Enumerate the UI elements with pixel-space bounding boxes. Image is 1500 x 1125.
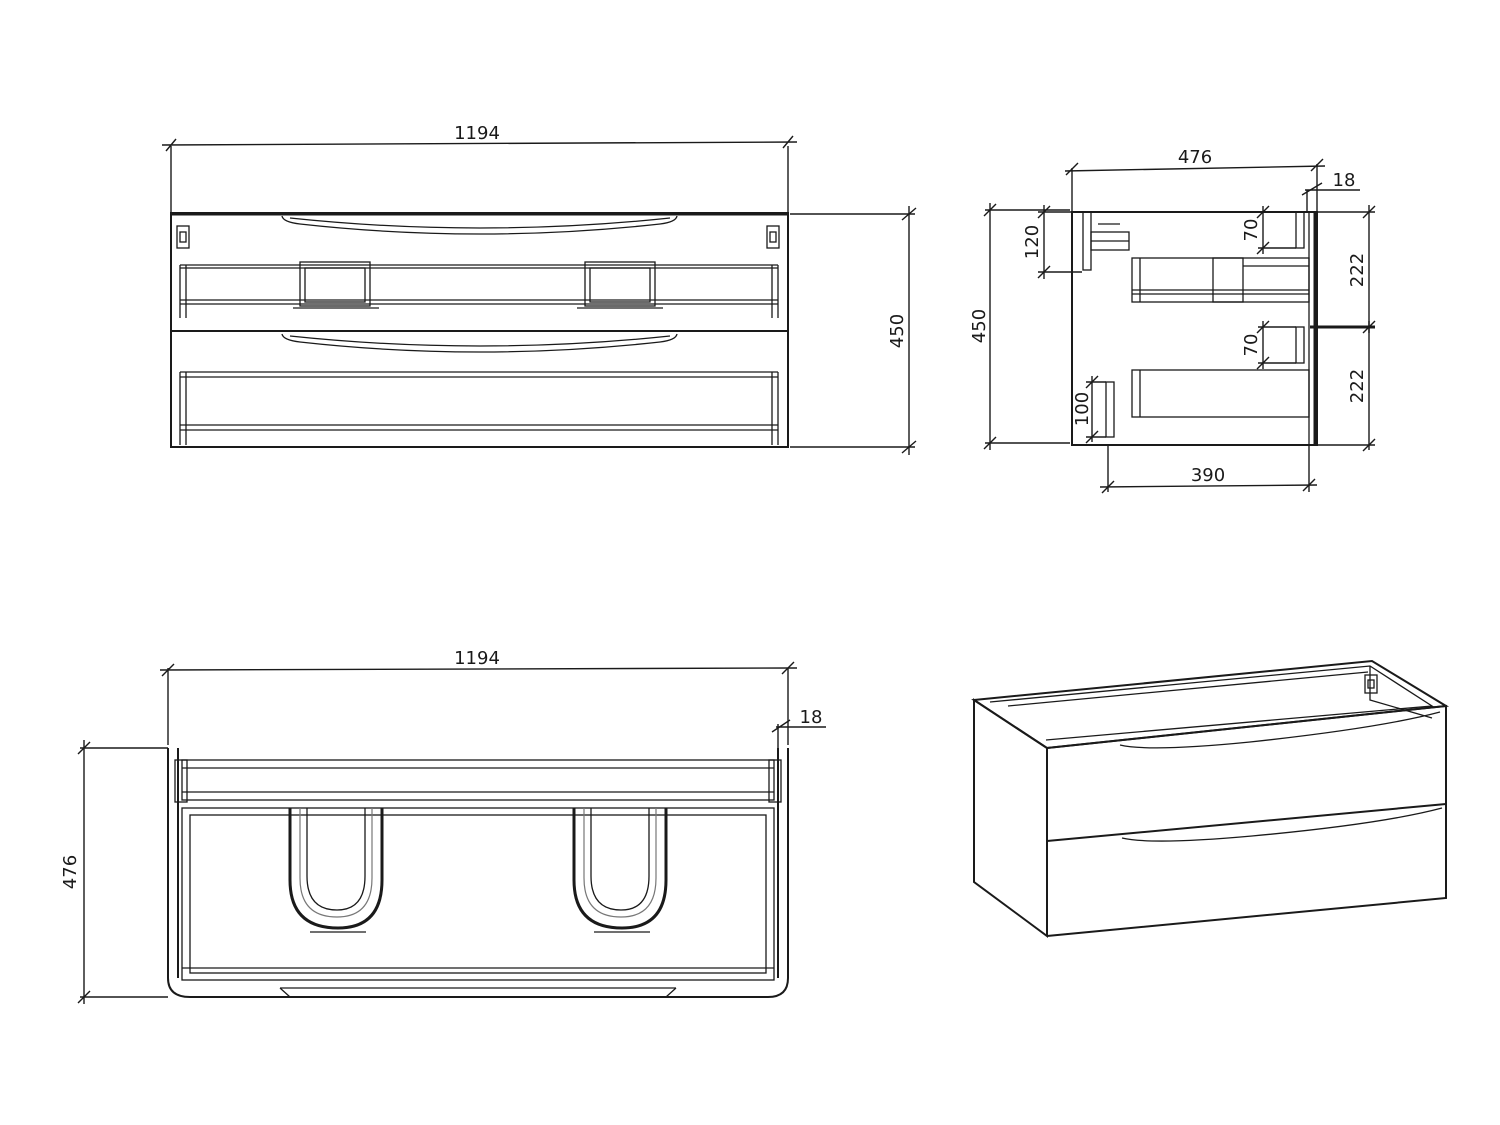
front-left-siphon-cutout xyxy=(293,261,379,309)
side-lower-handle-label: 70 xyxy=(1241,334,1262,357)
perspective-front-face xyxy=(1046,704,1447,937)
top-width-dimension: 1194 xyxy=(159,648,798,745)
side-panel-dimension: 18 xyxy=(1301,170,1360,212)
perspective-view xyxy=(971,659,1450,938)
top-panel-label: 18 xyxy=(800,707,823,728)
perspective-top-surface xyxy=(971,659,1450,750)
perspective-lower-handle-groove xyxy=(1121,807,1443,842)
side-inner-depth-label: 390 xyxy=(1191,465,1225,486)
top-depth-dimension: 476 xyxy=(60,740,168,1004)
front-right-siphon-cutout xyxy=(577,261,663,309)
side-depth-dimension: 476 xyxy=(1064,147,1326,212)
side-upper-drawer-label: 222 xyxy=(1347,253,1368,287)
front-upper-handle-groove xyxy=(281,215,678,235)
side-upper-handle: 70 xyxy=(1241,205,1305,255)
front-view: 1194 450 xyxy=(161,123,917,455)
front-width-dimension: 1194 xyxy=(161,123,798,213)
top-back-rail xyxy=(181,759,775,801)
front-right-bracket xyxy=(766,225,780,249)
front-width-label: 1194 xyxy=(454,123,500,144)
side-height-label: 450 xyxy=(969,309,990,343)
side-upper-drawer-box xyxy=(1131,257,1310,303)
top-width-label: 1194 xyxy=(454,648,500,669)
front-height-dimension: 450 xyxy=(790,206,917,455)
side-upper-drawer-dimension: 222 xyxy=(1317,205,1376,334)
top-right-bracket xyxy=(768,759,782,803)
side-upper-handle-label: 70 xyxy=(1241,219,1262,242)
side-base-dimension: 100 xyxy=(1072,375,1106,444)
top-left-bracket xyxy=(174,759,188,803)
top-drawer-box xyxy=(181,807,775,981)
side-height-dimension: 450 xyxy=(969,203,1070,450)
top-panel-dimension: 18 xyxy=(771,707,826,748)
top-depth-label: 476 xyxy=(60,855,81,889)
side-top-bracket xyxy=(1082,211,1130,271)
top-left-siphon-cutout xyxy=(288,808,384,933)
top-right-siphon-cutout xyxy=(572,808,668,933)
perspective-bracket xyxy=(1364,674,1378,694)
top-view: 1194 18 476 xyxy=(60,648,826,1004)
side-inner-depth-dimension: 390 xyxy=(1099,445,1318,494)
top-cabinet-outline xyxy=(167,748,789,998)
side-base-rail xyxy=(1105,381,1115,438)
side-panel-label: 18 xyxy=(1333,170,1356,191)
side-top-gap-label: 120 xyxy=(1022,225,1043,259)
front-height-label: 450 xyxy=(887,314,908,348)
side-view: 70 70 476 xyxy=(969,147,1376,494)
side-lower-drawer-label: 222 xyxy=(1347,369,1368,403)
front-lower-handle-groove xyxy=(281,333,678,353)
side-lower-drawer-box xyxy=(1131,369,1310,418)
side-lower-handle: 70 xyxy=(1241,320,1305,370)
side-base-label: 100 xyxy=(1072,392,1093,426)
perspective-drawer-divider xyxy=(1046,803,1447,842)
perspective-upper-handle-groove xyxy=(1119,711,1441,749)
front-left-bracket xyxy=(176,225,190,249)
side-cabinet-outline xyxy=(1071,211,1318,446)
side-top-gap-dimension: 120 xyxy=(1022,205,1082,279)
side-lower-drawer-dimension: 222 xyxy=(1317,321,1376,452)
side-depth-label: 476 xyxy=(1178,147,1212,168)
perspective-side-panel xyxy=(973,698,1048,938)
